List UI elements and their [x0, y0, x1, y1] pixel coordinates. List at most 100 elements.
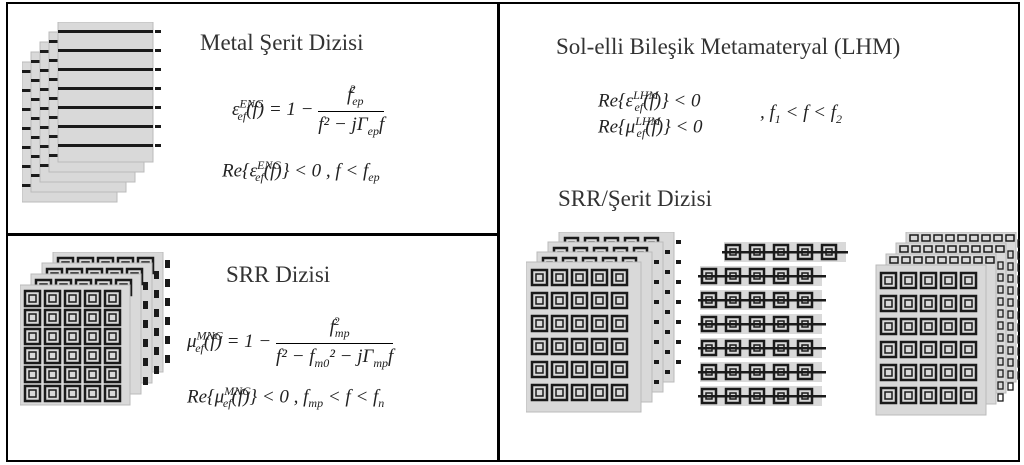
srr-inner-ring: [575, 296, 584, 305]
srr-ring: [796, 387, 814, 405]
srr-inner-ring: [535, 342, 544, 351]
srr-inner-ring: [753, 320, 761, 328]
srr-ring: [772, 315, 790, 333]
srr-inner-ring: [777, 368, 785, 376]
metal-strip: [58, 144, 153, 147]
srr-edge-mark: [143, 377, 148, 385]
srr-inner-ring: [555, 319, 564, 328]
combo-strip-end: [676, 240, 681, 244]
srr-ring: [43, 346, 62, 365]
srr-edge-mark: [143, 339, 148, 347]
metal-strip: [58, 49, 153, 52]
srr-ring: [724, 267, 742, 285]
srr-ring: [610, 337, 629, 356]
srr-ring: [939, 271, 958, 290]
srr-inner-ring: [555, 342, 564, 351]
srr-edge-mark: [154, 309, 159, 317]
srr-inner-ring: [944, 345, 953, 354]
srr-inner-ring: [555, 296, 564, 305]
srr-ring: [748, 267, 766, 285]
srr-inner-ring: [884, 391, 893, 400]
srr-inner-ring: [944, 276, 953, 285]
srr-inner-ring: [555, 365, 564, 374]
srr-inner-ring: [924, 345, 933, 354]
meander-cell: [1005, 234, 1015, 242]
srr-ring: [590, 314, 609, 333]
srr-ring: [700, 387, 718, 405]
srr-inner-ring: [801, 320, 809, 328]
meander-edge: [997, 309, 1004, 318]
srr-ring: [610, 268, 629, 287]
combo-strip-end: [676, 340, 681, 344]
srr-ring: [103, 308, 122, 327]
srr-ring: [919, 271, 938, 290]
combo-strip-end: [654, 280, 659, 284]
combo-strip-end: [676, 260, 681, 264]
srr-ring: [899, 317, 918, 336]
srr-inner-ring: [944, 391, 953, 400]
srr-inner-ring: [615, 319, 624, 328]
srr-ring: [103, 365, 122, 384]
srr-inner-ring: [777, 320, 785, 328]
srr-ring: [530, 291, 549, 310]
srr-inner-ring: [535, 388, 544, 397]
combo-strip-end: [665, 250, 670, 254]
srr-inner-ring: [904, 368, 913, 377]
combo-strip-end: [654, 260, 659, 264]
srr-edge-mark: [154, 366, 159, 374]
srr-inner-ring: [753, 368, 761, 376]
srr-edge-mark: [154, 290, 159, 298]
srr-edge-mark: [143, 282, 148, 290]
srr-ring: [550, 268, 569, 287]
vertical-divider: [497, 2, 500, 462]
meander-cell: [889, 256, 899, 264]
srr-ring: [43, 327, 62, 346]
meander-cell: [993, 234, 1003, 242]
srr-re-condition: Re{μMNGef(f)} < 0 , fmp < f < fn: [187, 384, 385, 411]
combo-strip-end: [665, 330, 670, 334]
srr-inner-ring: [964, 368, 973, 377]
meander-edge: [1017, 323, 1020, 332]
srr-inner-ring: [88, 370, 97, 379]
srr-strip-illustration-a: [526, 232, 681, 413]
srr-ring: [23, 365, 42, 384]
srr-inner-ring: [753, 344, 761, 352]
meander-cell: [925, 256, 935, 264]
srr-inner-ring: [48, 351, 57, 360]
metal-strip-re-condition: Re{εENGef(f)} < 0 , f < fep: [222, 158, 380, 185]
srr-inner-ring: [884, 276, 893, 285]
srr-ring: [959, 271, 978, 290]
srr-inner-ring: [777, 272, 785, 280]
srr-inner-ring: [729, 368, 737, 376]
meander-cell: [995, 245, 1005, 253]
srr-ring: [63, 289, 82, 308]
meander-cell: [909, 234, 919, 242]
srr-ring: [610, 383, 629, 402]
srr-inner-ring: [535, 296, 544, 305]
srr-inner-ring: [595, 365, 604, 374]
srr-edge-mark: [154, 328, 159, 336]
srr-inner-ring: [615, 388, 624, 397]
metal-strip: [58, 30, 153, 33]
meander-cell: [901, 256, 911, 264]
meander-cell: [947, 245, 957, 253]
strip-end: [155, 68, 161, 71]
srr-inner-ring: [68, 370, 77, 379]
srr-ring: [700, 315, 718, 333]
srr-inner-ring: [964, 322, 973, 331]
srr-ring: [610, 360, 629, 379]
srr-inner-ring: [777, 392, 785, 400]
lhm-frequency-range: , f1 < f < f2: [760, 102, 842, 126]
srr-ring: [724, 243, 742, 261]
meander-cell: [973, 256, 983, 264]
combo-strip-end: [676, 280, 681, 284]
combo-b-strip: [698, 347, 826, 350]
srr-inner-ring: [615, 273, 624, 282]
combo-b-strip: [698, 299, 826, 302]
srr-ring: [919, 386, 938, 405]
srr-inner-ring: [68, 332, 77, 341]
srr-inner-ring: [68, 313, 77, 322]
srr-ring: [590, 360, 609, 379]
combo-sheet: [526, 261, 642, 413]
srr-inner-ring: [964, 276, 973, 285]
